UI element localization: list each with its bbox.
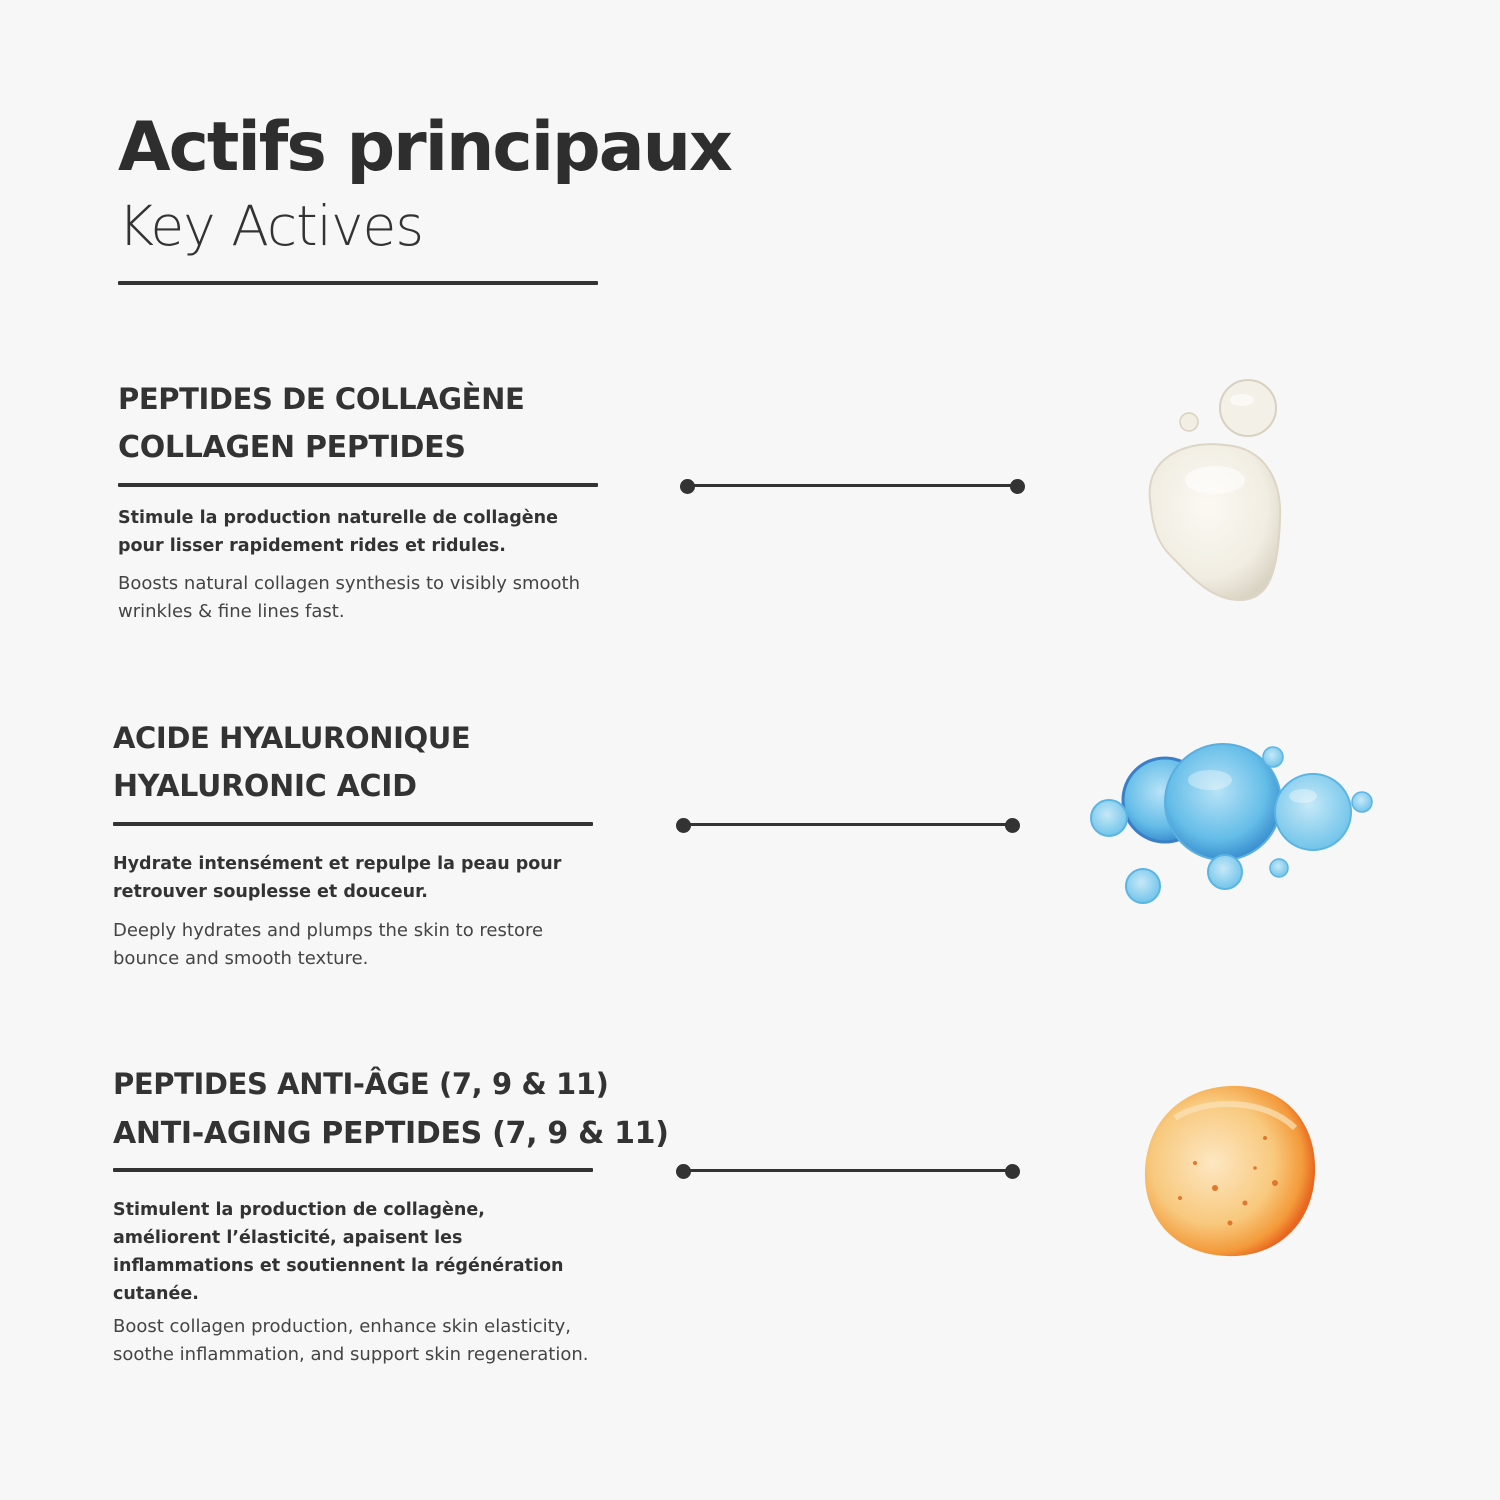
connector-line xyxy=(680,479,1025,494)
active-name-fr: ACIDE HYALURONIQUE xyxy=(113,721,471,755)
active-description-fr: Stimule la production naturelle de colla… xyxy=(118,508,558,556)
active-name-fr: PEPTIDES ANTI-ÂGE (7, 9 & 11) xyxy=(113,1067,609,1101)
active-name-en: ANTI-AGING PEPTIDES (7, 9 & 11) xyxy=(113,1116,669,1151)
active-name-en: COLLAGEN PEPTIDES xyxy=(118,430,466,465)
active-description-en: Boost collagen production, enhance skin … xyxy=(113,1316,589,1365)
active-divider xyxy=(113,822,593,826)
active-description-fr: Stimulent la production de collagène, am… xyxy=(113,1200,564,1304)
active-name-en: HYALURONIC ACID xyxy=(113,769,417,804)
active-divider xyxy=(113,1168,593,1172)
active-description-en: Deeply hydrates and plumps the skin to r… xyxy=(113,920,544,969)
active-name-fr: PEPTIDES DE COLLAGÈNE xyxy=(118,382,525,416)
active-description-fr: Hydrate intensément et repulpe la peau p… xyxy=(113,854,562,902)
page-title: Actifs principaux xyxy=(118,108,733,187)
peptide-texture-swatch xyxy=(1144,1085,1316,1257)
active-description-en: Boosts natural collagen synthesis to vis… xyxy=(118,573,581,622)
page-subtitle: Key Actives xyxy=(118,194,424,258)
active-divider xyxy=(118,483,598,487)
connector-line xyxy=(676,818,1020,833)
collagen-texture-swatch xyxy=(1148,379,1282,602)
header-divider xyxy=(118,281,598,285)
hyaluronic-texture-swatch xyxy=(1090,743,1373,904)
connector-line xyxy=(676,1164,1020,1179)
